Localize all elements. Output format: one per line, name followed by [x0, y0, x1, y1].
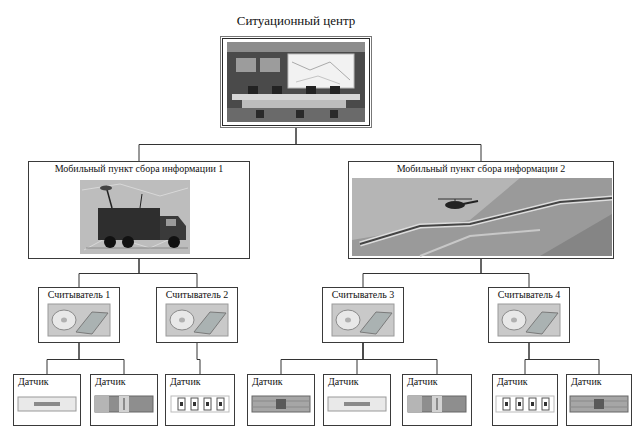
sensor-picture [95, 396, 153, 412]
control-room-photo-part [242, 100, 346, 108]
control-room-photo-part [227, 108, 365, 122]
helicopter-landscape-photo-part [463, 201, 478, 204]
sensor-box: Датчик [247, 374, 315, 426]
truck-photo-part [166, 219, 176, 226]
reader-box: Считыватель 3 [322, 287, 404, 343]
control-room-photo [227, 42, 365, 122]
truck-photo-part [100, 186, 112, 191]
truck-photo-part [80, 180, 190, 254]
box-label: Считыватель 3 [331, 289, 396, 301]
box-label: Мобильный пункт сбора информации 1 [54, 163, 225, 175]
control-room-photo-part [260, 58, 280, 72]
reader-box: Считыватель 4 [488, 287, 570, 343]
control-room-photo-part [227, 42, 365, 52]
box-label: Датчик [169, 376, 202, 388]
tree-connector [281, 343, 363, 374]
truck-photo-part [122, 236, 134, 248]
truck-photo-part [98, 208, 160, 240]
sensor-box: Датчик [165, 374, 235, 426]
control-room-photo-part [272, 86, 282, 94]
mobile-station-box: Мобильный пункт сбора информации 1 [28, 161, 250, 259]
truck-photo-part [140, 194, 142, 208]
control-room-photo-part [232, 94, 360, 100]
sensor-picture [496, 396, 554, 412]
helicopter-landscape-photo-part [540, 214, 612, 256]
box-label: Датчик [94, 376, 127, 388]
reader-picture [166, 304, 228, 336]
control-room-photo-part [227, 42, 365, 122]
reader-box: Считыватель 2 [156, 287, 238, 343]
situation-center-box: Ситуационный центр [222, 38, 370, 126]
sensor-box: Датчик [402, 374, 472, 426]
control-room-photo-part [256, 110, 264, 118]
sensor-picture [408, 396, 466, 412]
reader-picture [498, 304, 560, 336]
truck-photo [80, 180, 190, 254]
reader-picture [332, 304, 394, 336]
box-label: Датчик [327, 376, 360, 388]
sensor-picture [570, 396, 628, 412]
tree-connector [363, 343, 437, 374]
tree-connector [139, 259, 197, 287]
control-room-photo-part [306, 86, 316, 94]
box-label: Считыватель 2 [165, 289, 230, 301]
control-room-photo-part [288, 54, 354, 88]
helicopter-landscape-photo-part [352, 178, 612, 256]
reader-box: Считыватель 1 [38, 287, 120, 343]
box-label: Датчик [17, 376, 50, 388]
box-label: Считыватель 1 [47, 289, 112, 301]
control-room-photo-part [248, 86, 258, 94]
helicopter-landscape-photo [352, 178, 612, 256]
tree-connector [47, 343, 79, 374]
box-label: Датчик [406, 376, 439, 388]
sensor-box: Датчик [90, 374, 158, 426]
helicopter-landscape-photo-part [445, 201, 465, 209]
sensor-picture [18, 397, 76, 411]
control-room-photo-part [296, 110, 304, 118]
reader-pictures [48, 304, 560, 336]
tree-connector [529, 343, 599, 374]
sensor-picture [328, 397, 386, 411]
sensor-picture [252, 396, 310, 412]
box-label: Датчик [570, 376, 603, 388]
truck-photo-part [104, 236, 116, 248]
box-label: Мобильный пункт сбора информации 2 [396, 163, 567, 175]
tree-connector [357, 343, 363, 374]
sensor-box: Датчик [323, 374, 391, 426]
control-room-photo-part [236, 58, 256, 72]
box-heading: Ситуационный центр [236, 13, 357, 28]
tree-connector [79, 343, 124, 374]
control-room-photo-part [330, 110, 338, 118]
tree-connector [525, 343, 529, 374]
helicopter-landscape-photo-part [420, 230, 540, 256]
sensor-box: Датчик [13, 374, 81, 426]
mobile-station-box: Мобильный пункт сбора информации 2 [348, 161, 614, 259]
box-label: Датчик [251, 376, 284, 388]
tree-connector [481, 259, 529, 287]
truck-photo-part [82, 184, 188, 196]
tree-connector [139, 126, 296, 161]
sensor-box: Датчик [492, 374, 558, 426]
tree-connector [197, 343, 200, 374]
box-label: Датчик [496, 376, 529, 388]
sensor-picture [171, 396, 229, 412]
helicopter-landscape-photo-part [455, 199, 456, 202]
tree-connector [296, 126, 481, 161]
control-room-photo-part [296, 76, 340, 84]
tree-connector [363, 259, 481, 287]
truck-photo-part [168, 236, 180, 248]
control-room-photo-part [330, 86, 340, 94]
tree-connector [79, 259, 139, 287]
box-label: Считыватель 4 [497, 289, 562, 301]
helicopter-landscape-photo-part [352, 178, 520, 240]
sensor-box: Датчик [566, 374, 632, 426]
helicopter-landscape-photo-part [360, 198, 612, 244]
helicopter-landscape-photo-part [360, 198, 612, 244]
reader-picture [48, 304, 110, 336]
